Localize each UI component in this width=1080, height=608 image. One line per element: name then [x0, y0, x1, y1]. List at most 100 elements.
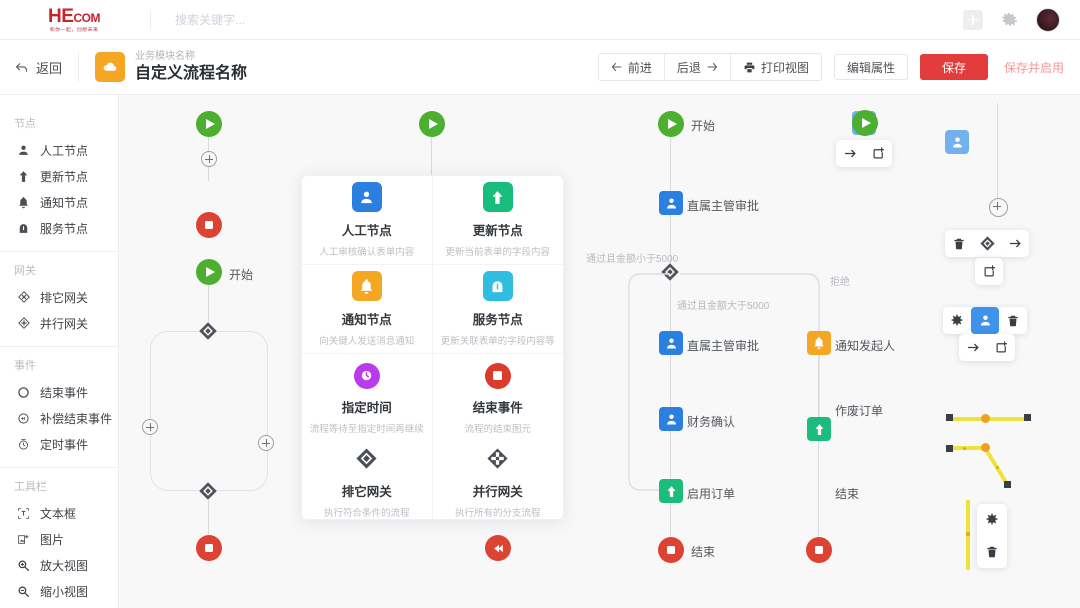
arrow-icon[interactable]	[836, 140, 864, 167]
flow-node-person[interactable]	[659, 191, 683, 215]
arrow-icon[interactable]	[959, 334, 987, 361]
exclusive-gateway[interactable]	[198, 321, 218, 341]
context-menu-4[interactable]	[977, 504, 1007, 568]
forward-button[interactable]: 前进	[598, 54, 665, 80]
palette-item-notify-node[interactable]: 通知节点 向关键人发送消息通知	[302, 265, 433, 354]
edge-handle-end[interactable]	[1004, 481, 1011, 488]
person-node-icon[interactable]	[971, 307, 999, 334]
add-node-handle[interactable]	[989, 198, 1008, 217]
copy-node-icon[interactable]	[987, 334, 1015, 361]
context-menu-3[interactable]	[943, 307, 1027, 334]
edge-handle-start[interactable]	[946, 414, 953, 421]
context-menu-2-row2[interactable]	[975, 258, 1003, 285]
sample-node-person-light[interactable]	[945, 130, 969, 154]
palette-item-parallel-gateway[interactable]: 并行网关 执行所有的分支流程	[433, 443, 564, 519]
delete-icon[interactable]	[999, 307, 1027, 334]
branch-node-end[interactable]	[806, 537, 832, 563]
sidebar-item-timer-event[interactable]: 定时事件	[0, 431, 118, 457]
plus-icon[interactable]	[963, 9, 983, 30]
delete-icon[interactable]	[977, 536, 1007, 568]
add-handle-right[interactable]	[258, 435, 274, 451]
palette-item-update-node[interactable]: 更新节点 更新当前表单的字段内容	[432, 176, 563, 265]
add-node-handle[interactable]	[201, 151, 217, 167]
loop-container[interactable]	[150, 331, 268, 491]
context-menu-1[interactable]	[836, 140, 892, 167]
arrow-icon[interactable]	[1001, 230, 1029, 257]
copy-node-icon[interactable]	[975, 258, 1003, 285]
start-node[interactable]	[196, 259, 222, 285]
save-button[interactable]: 保存	[919, 54, 988, 80]
context-menu-3-row2[interactable]	[959, 334, 1015, 361]
sidebar-item-image[interactable]: 图片	[0, 526, 118, 552]
copy-node-icon[interactable]	[864, 140, 892, 167]
edge-handle-end[interactable]	[1024, 414, 1031, 421]
palette-item-name: 通知节点	[341, 313, 392, 327]
context-menu-2[interactable]	[945, 230, 1029, 257]
sidebar-item-label: 缩小视图	[40, 584, 89, 599]
delete-icon[interactable]	[945, 230, 973, 257]
search-input[interactable]: 搜索关键字...	[175, 13, 246, 27]
edge-handle-point[interactable]	[996, 466, 999, 469]
gear-icon[interactable]	[977, 504, 1007, 536]
page-title[interactable]: 自定义流程名称	[135, 64, 248, 82]
palette-item-name: 服务节点	[472, 313, 523, 327]
branch-node-notify[interactable]	[807, 331, 831, 355]
sidebar-item-compensate-end-event[interactable]: 补偿结束事件	[0, 405, 118, 431]
rewind-icon[interactable]	[485, 535, 511, 561]
branch-node-void-order[interactable]	[807, 417, 831, 441]
flow-start-node[interactable]	[658, 111, 684, 137]
node-palette-panel[interactable]: 人工节点 人工审核确认表单内容 更新节点 更新当前表单的字段内容 通知节点 向关…	[301, 175, 564, 520]
add-handle-left[interactable]	[142, 419, 158, 435]
sidebar-item-textbox[interactable]: 文本框	[0, 500, 118, 526]
exclusive-gateway[interactable]	[198, 481, 218, 501]
palette-item-desc: 流程等待至指定时间再继续	[309, 423, 424, 435]
sidebar-item-zoom-in[interactable]: 放大视图	[0, 552, 118, 578]
edge-handle-point[interactable]	[963, 447, 966, 450]
sample-start-node[interactable]	[852, 110, 878, 136]
gear-icon[interactable]	[943, 307, 971, 334]
sidebar-item-update-node[interactable]: 更新节点	[0, 163, 118, 189]
end-node[interactable]	[196, 212, 222, 238]
sidebar-item-exclusive-gateway[interactable]: 排它网关	[0, 284, 118, 310]
edge-handle-start[interactable]	[946, 445, 953, 452]
end-node[interactable]	[196, 535, 222, 561]
avatar[interactable]	[1036, 7, 1060, 32]
history-button-group: 前进 后退 打印视图	[597, 53, 822, 81]
gateway-icon[interactable]	[973, 230, 1001, 257]
palette-item-service-node[interactable]: 服务节点 更新关联表单的字段内容等	[432, 265, 563, 354]
flow-node-end[interactable]	[658, 537, 684, 563]
sidebar-item-service-node[interactable]: 服务节点	[0, 215, 118, 241]
start-node[interactable]	[196, 111, 222, 137]
flow-node-person[interactable]	[659, 331, 683, 355]
save-and-enable-button[interactable]: 保存并启用	[1004, 59, 1064, 76]
back-button[interactable]: 返回	[14, 58, 62, 77]
flow-node-enable-order[interactable]	[659, 479, 683, 503]
sidebar-item-notify-node[interactable]: 通知节点	[0, 189, 118, 215]
flow-canvas[interactable]: 开始 人工节点	[119, 95, 1080, 608]
palette-item-person-node[interactable]: 人工节点 人工审核确认表单内容	[302, 176, 433, 265]
edge-handle-mid[interactable]	[981, 414, 990, 423]
sidebar-item-zoom-out[interactable]: 缩小视图	[0, 578, 118, 604]
edge-handle-mid[interactable]	[966, 532, 970, 536]
sidebar-item-help[interactable]: ? 查看帮助	[0, 604, 118, 608]
print-button[interactable]: 打印视图	[730, 54, 821, 80]
palette-item-desc: 执行符合条件的流程	[323, 508, 410, 519]
sidebar-group-title: 工具栏	[14, 481, 47, 493]
edit-properties-button[interactable]: 编辑属性	[833, 54, 908, 80]
sidebar-item-end-event[interactable]: 结束事件	[0, 379, 118, 405]
start-node[interactable]	[419, 111, 445, 137]
palette-item-exclusive-gateway[interactable]: 排它网关 执行符合条件的流程	[302, 443, 433, 519]
edge-sample-bent[interactable]	[941, 440, 1051, 500]
app-logo[interactable]: HECOM 和你一起，创想未来	[26, 7, 122, 33]
flow-node-finance[interactable]	[659, 407, 683, 431]
palette-item-timer-node[interactable]: 指定时间 流程等待至指定时间再继续	[302, 354, 433, 443]
sidebar-item-person-node[interactable]: 人工节点	[0, 137, 118, 163]
palette-item-end-event[interactable]: 结束事件 流程的结束图元	[433, 354, 564, 443]
person-node-icon	[16, 144, 31, 157]
gear-icon[interactable]	[1001, 11, 1018, 28]
bell-icon	[351, 271, 382, 301]
sidebar-item-parallel-gateway[interactable]: 并行网关	[0, 310, 118, 336]
service-node-icon	[16, 222, 31, 235]
backward-button[interactable]: 后退	[664, 54, 731, 80]
edge-handle-mid[interactable]	[981, 443, 990, 452]
